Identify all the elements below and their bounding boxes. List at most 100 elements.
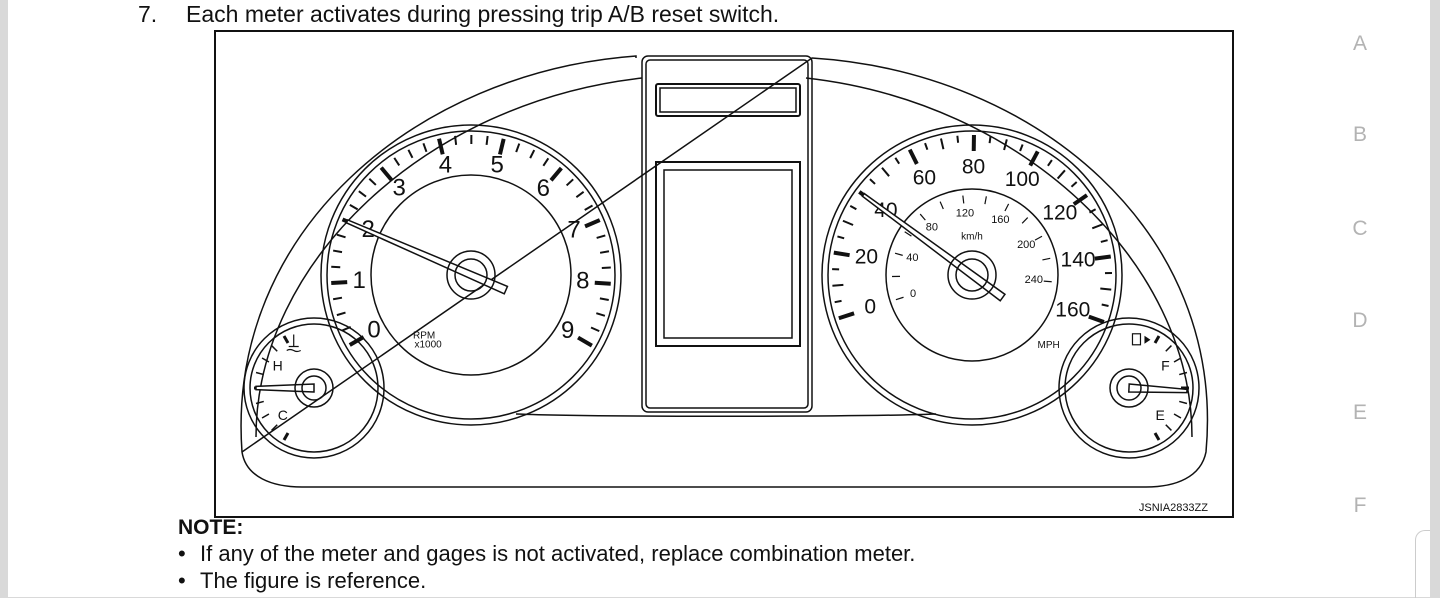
speedo-mph-label: 20 [855, 245, 878, 268]
speedo-minor-tick [1058, 170, 1065, 178]
center-panel [642, 56, 812, 412]
tach-major-tick [551, 168, 561, 180]
section-tabs: A B C D E F [1340, 0, 1380, 597]
tach-major-tick [381, 168, 391, 180]
speedo-kmh-tick [920, 214, 925, 220]
temp-tick [284, 433, 288, 440]
tach-label: 4 [439, 151, 452, 178]
speedo-unit-kmh: km/h [961, 232, 983, 243]
speedo-kmh-label: 240 [1025, 274, 1043, 286]
section-tab-f[interactable]: F [1340, 494, 1380, 518]
section-tab-c[interactable]: C [1340, 217, 1380, 241]
note-bullets: •If any of the meter and gages is not ac… [178, 540, 915, 594]
speedo-kmh-tick [985, 196, 986, 204]
tach-minor-tick [331, 267, 340, 268]
tach-minor-tick [596, 313, 605, 316]
speedo-major-tick [834, 253, 850, 256]
speedo-kmh-tick [1005, 204, 1009, 211]
tach-minor-tick [408, 150, 412, 158]
fuel-full-label: F [1161, 358, 1170, 374]
fuel-tick [1179, 401, 1187, 403]
tach-minor-tick [455, 136, 456, 145]
combination-meter-figure: 0123456789RPMx1000 020406080100120140160… [214, 30, 1234, 518]
speedo-kmh-tick [1035, 236, 1042, 240]
figure-id: JSNIA2833ZZ [1139, 502, 1208, 514]
tach-minor-tick [576, 192, 583, 197]
speedo-minor-tick [1004, 139, 1007, 150]
fuel-tick [1179, 372, 1187, 374]
section-tab-a[interactable]: A [1340, 32, 1380, 56]
top-display-inner [660, 88, 796, 112]
tach-label: 7 [567, 216, 580, 243]
step-text: Each meter activates during pressing tri… [186, 0, 779, 28]
speedo-minor-tick [832, 285, 843, 286]
tach-minor-tick [567, 179, 574, 185]
temp-tick [272, 346, 278, 352]
speedo-minor-tick [895, 158, 899, 164]
tach-minor-tick [333, 298, 342, 300]
temperature-gauge: HC [244, 318, 384, 458]
tach-major-tick [578, 338, 592, 346]
temp-hot-label: H [273, 358, 283, 374]
speedo-major-tick [1095, 256, 1111, 258]
speedo-kmh-tick [940, 202, 943, 209]
speedo-mph-label: 60 [913, 167, 936, 190]
cluster-illustration: 0123456789RPMx1000 020406080100120140160… [216, 32, 1232, 516]
speedo-minor-tick [882, 168, 889, 176]
tach-minor-tick [337, 235, 346, 238]
temp-needle [256, 384, 314, 392]
speedo-mph-label: 160 [1055, 298, 1090, 321]
speedo-minor-tick [835, 301, 842, 302]
section-tab-d[interactable]: D [1340, 309, 1380, 333]
speedo-minor-tick [941, 138, 943, 149]
fuel-needle [1129, 384, 1187, 393]
temp-tick [256, 372, 264, 374]
speedo-mph-label: 80 [962, 156, 985, 179]
tach-minor-tick [350, 205, 358, 210]
tach-unit-x1000: x1000 [415, 340, 443, 351]
speedo-kmh-tick [963, 196, 964, 204]
speedo-mph-label: 0 [864, 296, 876, 319]
multi-info-display [656, 162, 800, 346]
fuel-empty-label: E [1156, 407, 1165, 423]
tach-minor-tick [394, 158, 399, 166]
speedo-mph-label: 140 [1061, 248, 1096, 271]
center-panel-base [516, 414, 936, 416]
note-bullet-text: If any of the meter and gages is not act… [200, 541, 915, 566]
fuel-tick [1155, 336, 1159, 343]
speedo-kmh-label: 160 [991, 214, 1009, 226]
speedo-kmh-tick [895, 253, 903, 255]
speedo-minor-tick [1048, 160, 1052, 166]
page-edge-mark [1415, 530, 1430, 598]
document-page: 7. Each meter activates during pressing … [8, 0, 1430, 597]
speedo-mph-label: 120 [1042, 201, 1077, 224]
tach-minor-tick [591, 327, 599, 331]
speedo-needle [862, 194, 1005, 301]
tach-minor-tick [333, 251, 342, 253]
note-title: NOTE: [178, 516, 243, 540]
speedo-kmh-tick [1042, 258, 1050, 260]
note-bullet: •The figure is reference. [178, 567, 915, 594]
tach-label: 5 [490, 151, 503, 178]
speedo-minor-tick [1100, 288, 1111, 289]
tach-label: 0 [367, 316, 380, 343]
tach-minor-tick [423, 143, 426, 151]
tach-major-tick [585, 220, 600, 226]
tach-label: 9 [561, 317, 574, 344]
fuel-tick [1174, 414, 1181, 418]
section-tab-e[interactable]: E [1340, 401, 1380, 425]
thermometer-icon [287, 334, 301, 351]
fuel-tick [1155, 433, 1159, 440]
fuel-tick [1174, 358, 1181, 362]
tach-label: 8 [576, 267, 589, 294]
tachometer: 0123456789RPMx1000 [321, 125, 621, 425]
tach-major-tick [331, 282, 347, 283]
speedo-kmh-tick [1022, 218, 1028, 224]
tach-minor-tick [600, 298, 609, 300]
tach-minor-tick [369, 179, 376, 185]
speedo-kmh-label: 120 [956, 207, 974, 219]
speedo-minor-tick [1102, 304, 1109, 306]
tach-label: 1 [353, 267, 366, 294]
section-tab-b[interactable]: B [1340, 123, 1380, 147]
fuel-tick [1166, 346, 1172, 352]
